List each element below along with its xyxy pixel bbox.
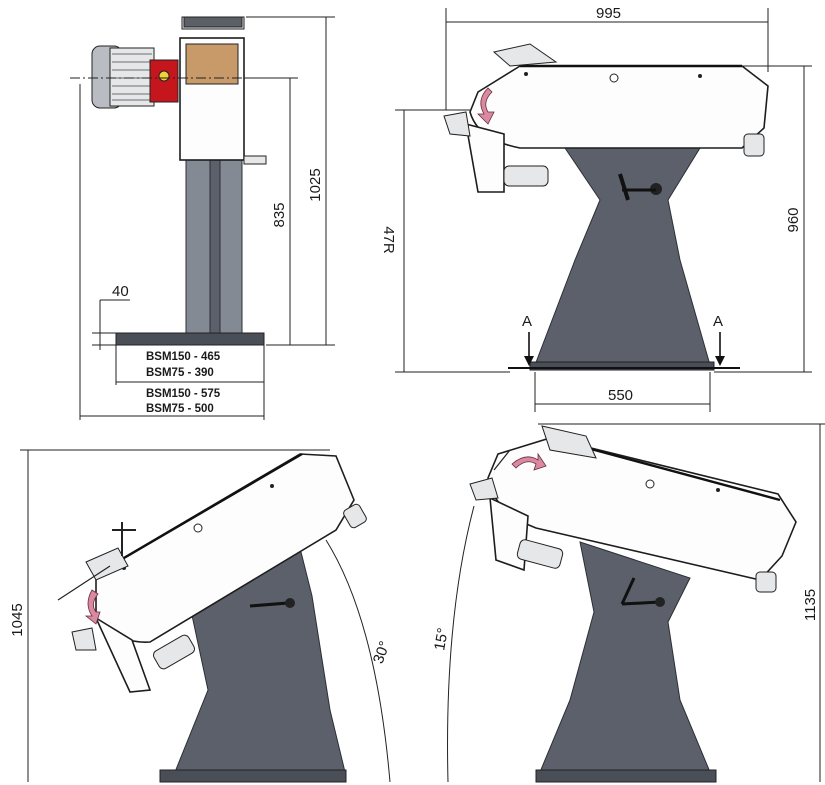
front-side-knob	[243, 155, 267, 165]
side-rotation-arrow	[477, 87, 495, 125]
front-motor-body	[109, 47, 155, 107]
side-dim-base-width: 550	[608, 387, 633, 404]
tilt30-dim-height: 1045	[9, 603, 26, 636]
side-base	[529, 361, 715, 371]
tilt15-outlet	[755, 571, 777, 593]
front-view: 1025 835 40 BSM150 - 465 BSM75 - 390 BSM…	[70, 16, 335, 420]
tilt30-lock-knob	[71, 627, 97, 651]
side-outlet	[743, 133, 765, 157]
tilt15-base	[535, 769, 717, 783]
side-section-marker-left: A	[522, 313, 532, 330]
side-section-marker-right: A	[713, 313, 723, 330]
front-belt	[185, 43, 239, 85]
tilt15-lock-knob	[469, 477, 499, 501]
side-lock-knob	[443, 111, 471, 137]
side-dim-length: 995	[596, 5, 621, 22]
side-top-guard	[492, 43, 558, 67]
tilt15-dim-height: 1135	[802, 589, 819, 621]
tilt-15-view: 1135 15°	[431, 423, 825, 783]
tilt30-base	[159, 769, 347, 783]
tilt30-top-guard	[85, 547, 129, 581]
tilt15-angle: 15°	[431, 627, 452, 652]
tilt15-stand	[539, 541, 711, 773]
front-column-seam	[209, 159, 221, 337]
front-dim-base-thickness: 40	[112, 283, 129, 300]
side-work-rest	[464, 122, 505, 193]
tilt30-outlet	[343, 503, 367, 529]
front-overall-depth-a: BSM150 - 575	[146, 388, 221, 400]
tilt15-top-guard	[541, 425, 597, 459]
front-dim-height-total: 1025	[307, 168, 324, 201]
front-base-depth-b: BSM75 - 390	[146, 367, 214, 379]
side-dim-height: 960	[785, 207, 802, 232]
tilt-30-view: 1045 30°	[9, 449, 394, 783]
side-view: 995 960 47R 550 A A	[380, 5, 812, 412]
tilt30-rotation-arrow	[84, 589, 101, 625]
front-base-depth-a: BSM150 - 465	[146, 351, 221, 363]
tilt15-extractor	[516, 539, 564, 569]
front-dim-height-table: 835	[271, 202, 288, 227]
side-extractor	[503, 165, 549, 187]
side-belt-housing	[469, 65, 769, 149]
front-overall-depth-b: BSM75 - 500	[146, 403, 214, 415]
tilt30-work-rest	[94, 615, 152, 693]
tilt15-rotation-arrow	[511, 452, 547, 471]
front-top-cap	[183, 16, 243, 28]
front-base	[115, 332, 265, 346]
tilt30-angle: 30°	[370, 639, 394, 666]
side-dim-radius: 47R	[380, 226, 397, 254]
tilt30-extractor	[153, 634, 195, 670]
front-switch-knob	[158, 70, 170, 82]
